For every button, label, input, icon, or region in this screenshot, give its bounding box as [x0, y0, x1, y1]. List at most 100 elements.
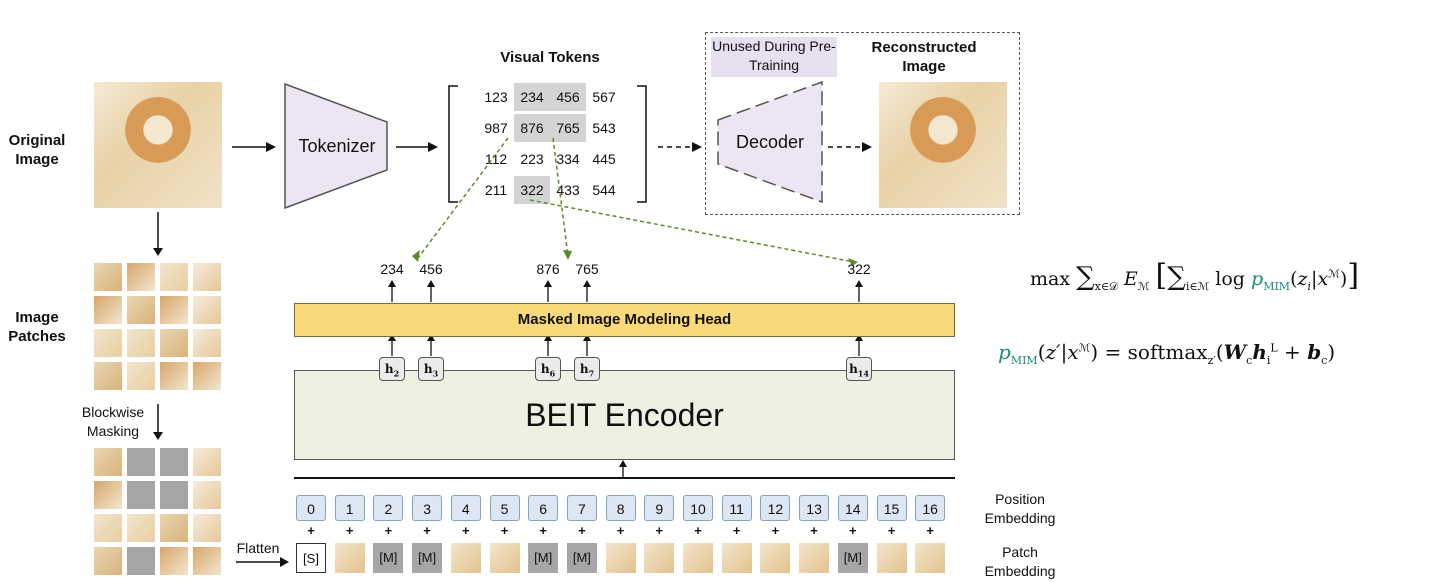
- token-cell: 456: [550, 83, 586, 111]
- image-patches-label: Image Patches: [8, 309, 66, 345]
- plus-sign: +: [616, 523, 625, 538]
- left-bracket: [448, 85, 458, 203]
- token-cell: 987: [484, 120, 508, 136]
- position-embedding: 7: [566, 495, 597, 521]
- mim-head: Masked Image Modeling Head: [294, 303, 955, 337]
- plus-sign: +: [307, 523, 315, 538]
- hidden-state-h7: h7: [574, 357, 600, 381]
- position-embedding: 16: [915, 495, 946, 521]
- hidden-state-h14: h14: [846, 357, 872, 381]
- predicted-token: 765: [575, 261, 599, 277]
- blockwise-masking-label: Blockwise Masking: [81, 404, 145, 439]
- position-embedding: 3: [412, 495, 443, 521]
- position-embedding: 1: [334, 495, 365, 521]
- plus-sign: +: [849, 523, 857, 538]
- token-cell: 433: [556, 182, 580, 198]
- token-cell: 234: [514, 83, 550, 111]
- hidden-state-h6: h6: [535, 357, 561, 381]
- plus-sign: +: [810, 523, 818, 538]
- softmax-equation: pMIM(z′|xℳ) = softmaxz′(WchiL + bc): [998, 340, 1336, 367]
- plus-sign: +: [926, 523, 934, 538]
- predicted-token: 876: [536, 261, 560, 277]
- original-image-label: Original Image: [8, 132, 66, 168]
- patch-embedding: [M]: [528, 543, 559, 573]
- reconstructed-image: [879, 82, 1007, 208]
- token-cell: 876: [514, 114, 550, 142]
- position-embedding: 9: [644, 495, 675, 521]
- beit-encoder: BEIT Encoder: [294, 370, 955, 460]
- position-embedding: 6: [528, 495, 559, 521]
- position-embedding: 10: [683, 495, 713, 521]
- hidden-state-h3: h3: [418, 357, 444, 381]
- tokenizer-shape: [284, 82, 388, 210]
- patch-embedding: [489, 543, 520, 573]
- token-cell: 123: [484, 89, 508, 105]
- patch-embedding: [S]: [296, 543, 326, 573]
- visual-tokens-grid: 123 234 456 567 987 876 765 543 112 223 …: [478, 83, 628, 207]
- position-embedding: 0: [296, 495, 326, 521]
- token-cell: 544: [592, 182, 616, 198]
- position-embedding: 8: [605, 495, 636, 521]
- unused-note: Unused During Pre-Training: [711, 37, 837, 77]
- patch-embedding: [876, 543, 907, 573]
- plus-sign: +: [732, 523, 741, 538]
- patch-embedding: [799, 543, 830, 573]
- plus-sign: +: [887, 523, 896, 538]
- hidden-state-h2: h2: [379, 357, 405, 381]
- plus-sign: +: [423, 523, 431, 538]
- plus-sign: +: [655, 523, 664, 538]
- image-patches-grid: [94, 263, 222, 391]
- plus-sign: +: [384, 523, 393, 538]
- plus-sign: +: [578, 523, 586, 538]
- patch-embedding-label: Patch Embedding: [984, 544, 1056, 579]
- position-embedding: 5: [489, 495, 520, 521]
- patch-embedding: [683, 543, 713, 573]
- token-cell: 322: [514, 176, 550, 204]
- decoder-panel: [705, 32, 1020, 215]
- patch-embedding: [915, 543, 946, 573]
- plus-sign: +: [462, 523, 470, 538]
- patch-embedding: [M]: [566, 543, 597, 573]
- visual-tokens-title: Visual Tokens: [500, 49, 600, 66]
- token-cell: 543: [592, 120, 616, 136]
- patch-embedding: [644, 543, 675, 573]
- dashed-arrow-to-reconstructed: [828, 142, 872, 152]
- patch-embedding: [760, 543, 791, 573]
- objective-equation: max ∑x∈𝒟 Eℳ [∑i∈ℳ log pMIM(zi|xℳ)]: [1030, 258, 1360, 293]
- token-cell: 223: [520, 151, 544, 167]
- token-cell: 211: [484, 182, 508, 198]
- flatten-label: Flatten: [236, 540, 280, 556]
- position-embedding: 2: [373, 495, 404, 521]
- position-embedding: 11: [721, 495, 752, 521]
- down-arrow-masking: [153, 404, 163, 440]
- arrow-to-tokenizer: [232, 142, 276, 152]
- original-image: [94, 82, 222, 208]
- decoder-label: Decoder: [735, 132, 805, 152]
- position-embedding: 15: [876, 495, 907, 521]
- position-embedding: 13: [799, 495, 830, 521]
- token-cell: 445: [592, 151, 616, 167]
- arrow-to-tokens: [396, 142, 438, 152]
- right-bracket: [637, 85, 647, 203]
- patch-embedding: [M]: [837, 543, 868, 573]
- plus-sign: +: [345, 523, 354, 538]
- patch-embedding: [605, 543, 636, 573]
- plus-sign: +: [694, 523, 702, 538]
- predicted-token: 234: [380, 261, 404, 277]
- tokenizer-label: Tokenizer: [298, 136, 376, 156]
- token-cell: 765: [550, 114, 586, 142]
- plus-sign: +: [771, 523, 780, 538]
- token-cell: 112: [484, 151, 508, 167]
- position-embedding-label: Position Embedding: [984, 491, 1056, 526]
- dashed-arrow-to-decoder: [658, 142, 702, 152]
- plus-sign: +: [500, 523, 509, 538]
- patch-embedding: [334, 543, 365, 573]
- flatten-arrow: [236, 557, 289, 567]
- predicted-token: 456: [419, 261, 443, 277]
- patch-embedding: [721, 543, 752, 573]
- position-embedding: 14: [837, 495, 868, 521]
- reconstructed-image-label: Reconstructed Image: [871, 39, 977, 75]
- position-embedding: 12: [760, 495, 791, 521]
- patch-embedding: [450, 543, 481, 573]
- token-cell: 567: [592, 89, 616, 105]
